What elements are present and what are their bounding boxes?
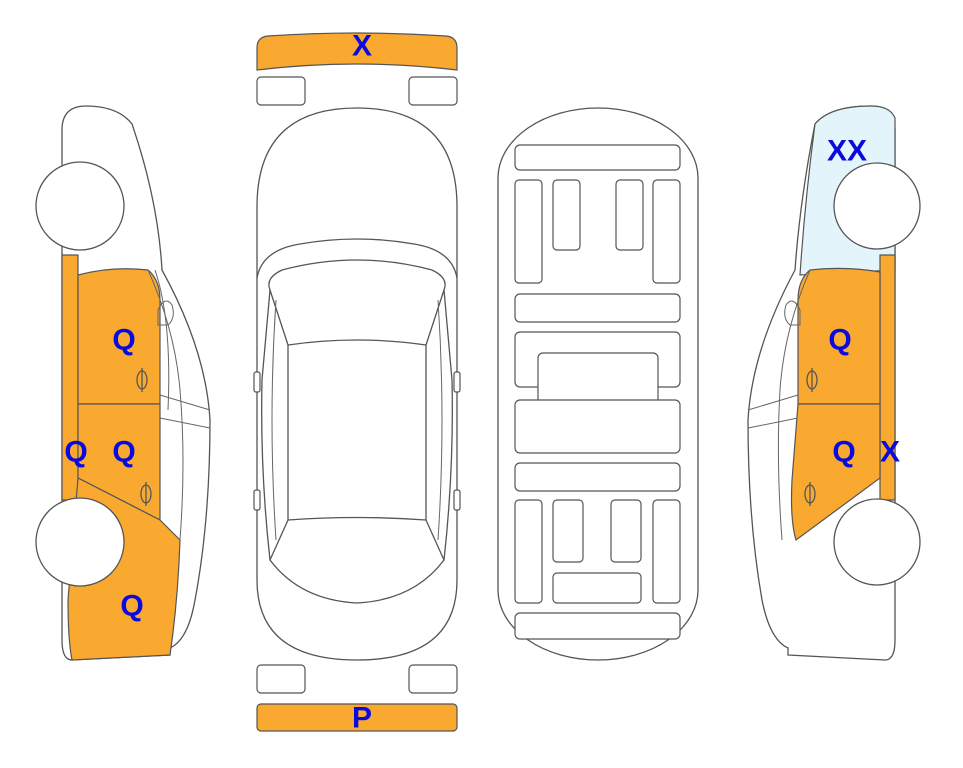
underside-view (497, 107, 699, 661)
left-b-pillar-label: Q (64, 436, 87, 469)
right-rear-door-panel[interactable] (790, 403, 881, 541)
front-left-light (256, 76, 306, 106)
rear-left-light (256, 664, 306, 694)
right-front-fender-label: XX (827, 135, 867, 168)
rear-bumper[interactable] (256, 703, 458, 732)
rear-right-light (408, 664, 458, 694)
left-door-handles (136, 368, 152, 506)
left-door-edge (147, 269, 184, 541)
right-rear-door-label: Q (832, 436, 855, 469)
front-bumper-label: X (352, 30, 372, 63)
right-door-handles (804, 368, 818, 506)
left-mirror (157, 300, 174, 326)
right-mirror (784, 300, 801, 326)
rear-bumper-label: P (352, 702, 372, 735)
left-front-door-label: Q (112, 324, 135, 357)
right-door-edge (777, 269, 811, 541)
top-view-car (253, 107, 461, 661)
left-rear-wheel (35, 497, 125, 587)
right-b-pillar-label: X (880, 436, 900, 469)
front-right-light (408, 76, 458, 106)
front-bumper[interactable] (256, 32, 458, 71)
left-rear-quarter-label: Q (120, 590, 143, 623)
left-front-wheel (35, 161, 125, 251)
left-rear-door-label: Q (112, 436, 135, 469)
right-front-door-label: Q (828, 324, 851, 357)
right-front-wheel (833, 162, 921, 250)
right-rear-wheel (833, 498, 921, 586)
